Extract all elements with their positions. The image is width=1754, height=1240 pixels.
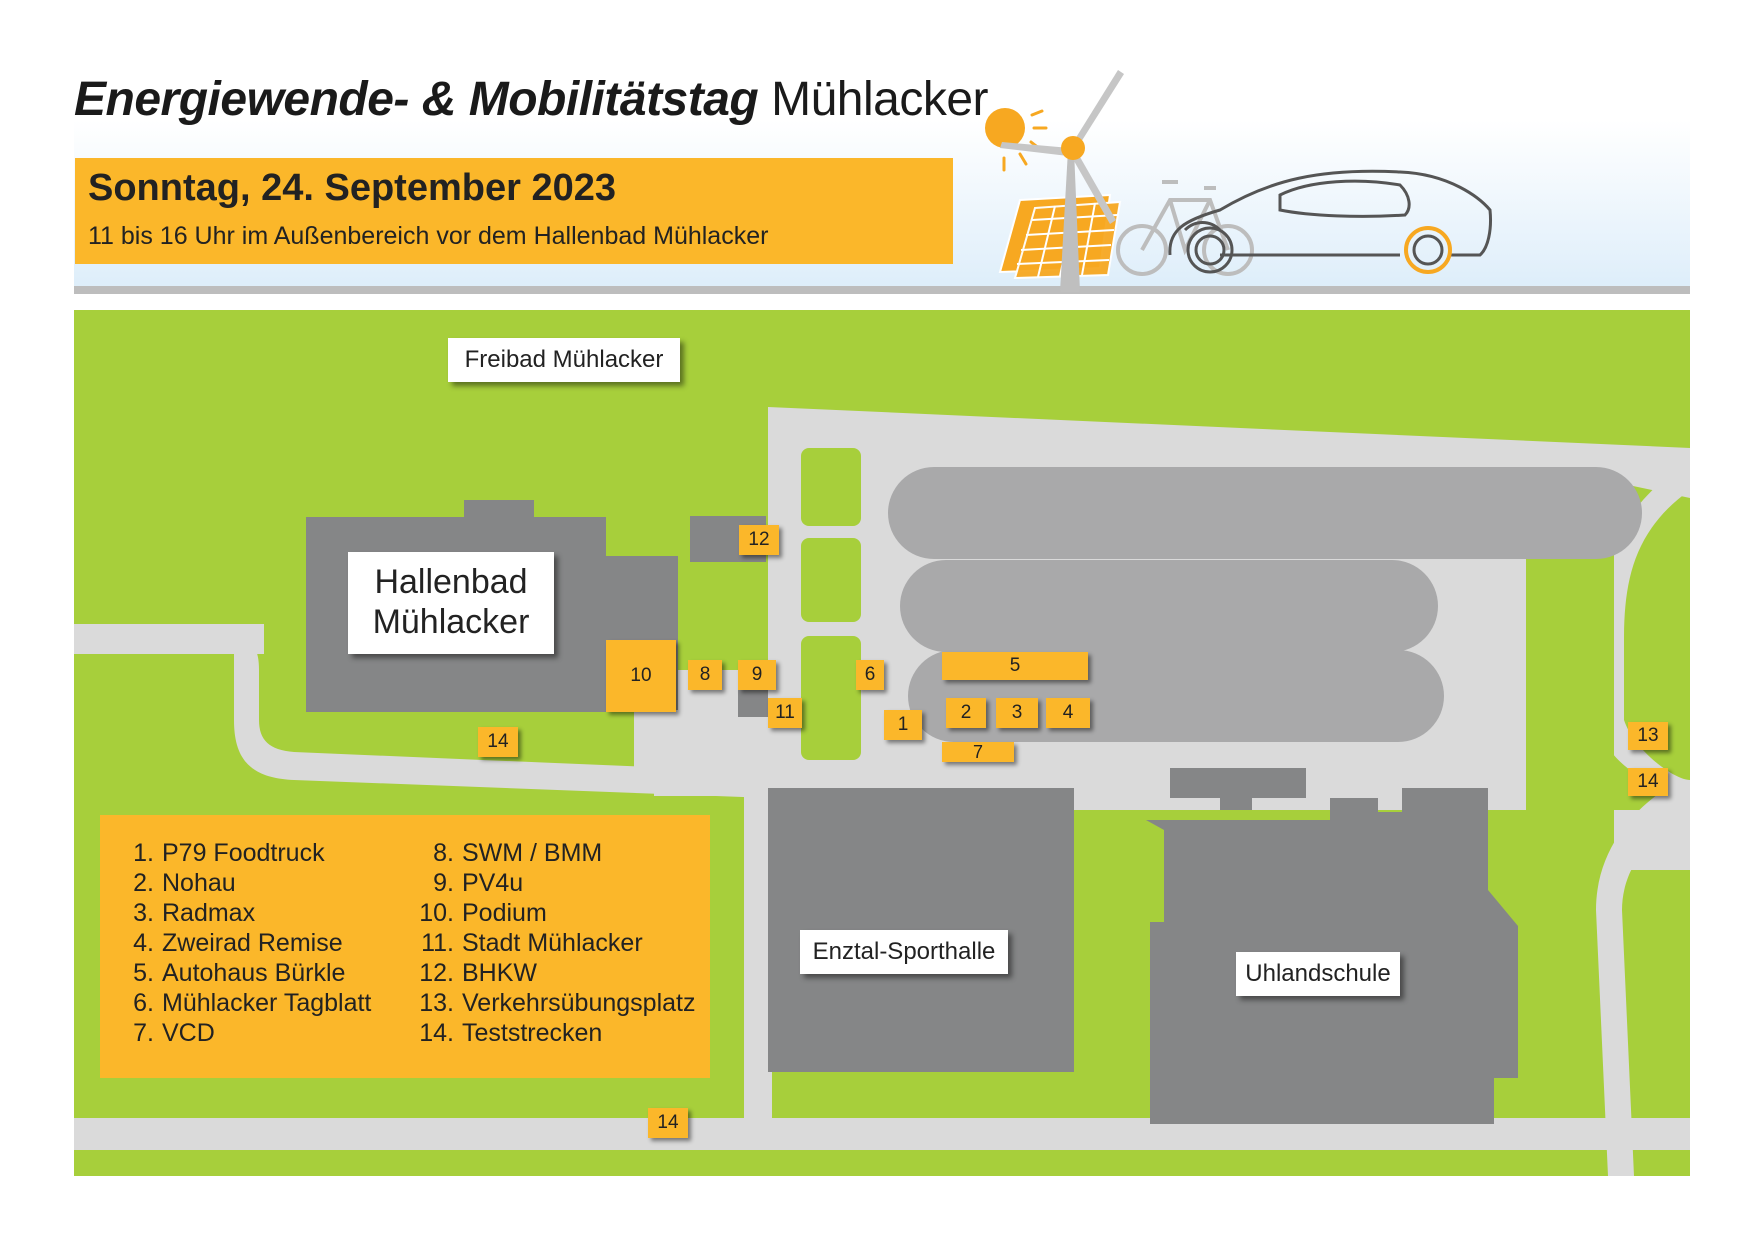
- legend-box: 1.P79 Foodtruck 2.Nohau 3.Radmax 4.Zweir…: [100, 815, 710, 1078]
- marker-2[interactable]: 2: [946, 698, 986, 728]
- marker-8[interactable]: 8: [688, 660, 722, 690]
- page-title: Energiewende- & Mobilitätstag Mühlacker: [74, 72, 989, 127]
- marker-14-bottom[interactable]: 14: [648, 1108, 688, 1138]
- legend-item: 5.Autohaus Bürkle: [133, 959, 346, 987]
- event-date: Sonntag, 24. September 2023: [88, 167, 616, 209]
- legend-item: 11.Stadt Mühlacker: [421, 929, 643, 957]
- marker-13[interactable]: 13: [1628, 722, 1668, 750]
- legend-item: 7.VCD: [133, 1019, 215, 1047]
- marker-6[interactable]: 6: [856, 660, 884, 690]
- legend-item: 13.Verkehrsübungsplatz: [419, 989, 696, 1017]
- marker-12[interactable]: 12: [739, 525, 779, 555]
- legend-item: 8.SWM / BMM: [433, 839, 603, 867]
- label-uhlandschule: Uhlandschule: [1236, 952, 1400, 996]
- label-freibad: Freibad Mühlacker: [448, 338, 680, 382]
- date-banner: [75, 158, 953, 264]
- sun-icon: [985, 108, 1048, 172]
- marker-10[interactable]: 10: [606, 640, 676, 712]
- energy-mobility-illustration: [985, 70, 1492, 292]
- header-divider: [74, 286, 1690, 294]
- label-enztal-sporthalle: Enztal-Sporthalle: [800, 930, 1008, 974]
- event-time-location: 11 bis 16 Uhr im Außenbereich vor dem Ha…: [88, 222, 769, 250]
- legend-item: 4.Zweirad Remise: [133, 929, 343, 957]
- marker-1[interactable]: 1: [884, 710, 922, 740]
- marker-4[interactable]: 4: [1046, 698, 1090, 728]
- wind-turbine-icon: [1000, 70, 1124, 292]
- marker-7[interactable]: 7: [942, 742, 1014, 762]
- label-hallenbad-line2: Mühlacker: [372, 603, 530, 641]
- legend-item: 1.P79 Foodtruck: [133, 839, 325, 867]
- title-regular: Mühlacker: [771, 73, 989, 126]
- label-hallenbad-line1: Hallenbad: [374, 563, 528, 601]
- marker-3[interactable]: 3: [996, 698, 1038, 728]
- marker-14-left[interactable]: 14: [478, 727, 518, 757]
- title-bold: Energiewende- & Mobilitätstag: [74, 73, 759, 126]
- legend-item: 2.Nohau: [133, 869, 236, 897]
- legend-item: 10.Podium: [419, 899, 547, 927]
- legend-item: 3.Radmax: [133, 899, 256, 927]
- legend-item: 14.Teststrecken: [419, 1019, 603, 1047]
- marker-11[interactable]: 11: [768, 698, 802, 728]
- marker-9[interactable]: 9: [738, 660, 776, 690]
- legend-item: 6.Mühlacker Tagblatt: [133, 989, 372, 1017]
- electric-car-icon: [1168, 169, 1492, 274]
- label-hallenbad: Hallenbad Mühlacker: [348, 552, 554, 654]
- legend-item: 9.PV4u: [433, 869, 524, 897]
- marker-5[interactable]: 5: [942, 652, 1088, 680]
- legend-item: 12.BHKW: [419, 959, 537, 987]
- marker-14-right[interactable]: 14: [1628, 768, 1668, 796]
